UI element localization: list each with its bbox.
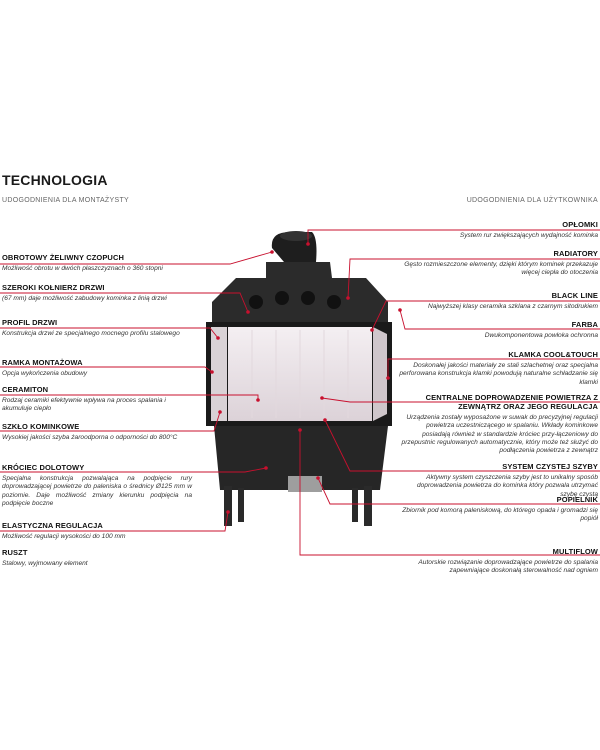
feature-description: Autorskie rozwiązanie doprowadzające pow… [418, 559, 598, 575]
feature-description: Wysokiej jakości szyba żaroodporna o odp… [2, 434, 178, 441]
callout-lines [0, 229, 600, 556]
feature-title: MULTIFLOW [552, 547, 598, 556]
callout-line [0, 511, 229, 532]
feature-description: Najwyższej klasy ceramika szklana z czar… [427, 303, 598, 310]
callout-dot [264, 466, 268, 470]
callout-line [299, 430, 600, 556]
installer-subtitle: UDOGODNIENIA DLA MONTAŻYSTY [2, 197, 129, 204]
feature-description: Dwukomponentowa powłoka ochronna [484, 332, 598, 339]
callout-dot [323, 418, 327, 422]
feature-system-czystej-szyby: SYSTEM CZYSTEJ SZYBY Aktywny system czysz… [398, 462, 598, 499]
callout-dot [226, 510, 230, 514]
feature-title: RUSZT [2, 548, 28, 557]
feature-description: Możliwość obrotu w dwóch płaszczyznach o… [2, 265, 163, 272]
feature-szklo-kominkowe: SZKŁO KOMINKOWE Wysokiej jakości szyba ża… [2, 422, 192, 442]
feature-description: Opcja wykończenia obudowy [2, 370, 88, 377]
callout-line [307, 229, 600, 244]
callout-line [317, 477, 600, 505]
callout-line [387, 358, 600, 378]
callout-line [324, 419, 600, 472]
feature-szeroki-kolnierz-drzwi: SZEROKI KOŁNIERZ DRZWI (67 mm) daje możli… [2, 283, 192, 303]
callout-dot [246, 310, 250, 314]
feature-ceramiton: CERAMITON Rodzaj ceramiki efektywnie wpły… [2, 385, 192, 414]
feature-oplomki: OPŁOMKI System rur zwiększających wydajno… [398, 220, 598, 240]
feature-title: KLAMKA COOL&TOUCH [508, 350, 598, 359]
callout-dot [398, 308, 402, 312]
callout-dot [256, 398, 260, 402]
feature-title: OPŁOMKI [562, 220, 598, 229]
feature-description: System rur zwiększających wydajność komi… [459, 232, 598, 239]
callout-line [347, 258, 600, 299]
feature-klamka-cool-touch: KLAMKA COOL&TOUCH Doskonałej jakości mate… [398, 350, 598, 387]
feature-description: Gęsto rozmieszczone elementy, dzięki któ… [404, 261, 598, 277]
callout-dot [306, 242, 310, 246]
callout-dot [386, 376, 390, 380]
callout-dot [346, 296, 350, 300]
feature-title: SZEROKI KOŁNIERZ DRZWI [2, 283, 105, 292]
callout-dot [210, 370, 214, 374]
feature-description: Możliwość regulacji wysokości do 100 mm [2, 533, 126, 540]
feature-ruszt: RUSZT Stalowy, wyjmowany element [2, 548, 192, 568]
callout-dot [298, 428, 302, 432]
callout-dot [216, 336, 220, 340]
feature-title: POPIELNIK [556, 495, 598, 504]
feature-description: Doskonałej jakości materiały ze stali sz… [399, 362, 598, 386]
callout-dot [320, 396, 324, 400]
feature-title: SYSTEM CZYSTEJ SZYBY [502, 462, 598, 471]
feature-description: Stalowy, wyjmowany element [2, 560, 88, 567]
feature-elastyczna-regulacja: ELASTYCZNA REGULACJA Możliwość regulacji … [2, 521, 192, 541]
feature-title: ELASTYCZNA REGULACJA [2, 521, 103, 530]
callout-line [0, 366, 213, 373]
callout-dot [270, 250, 274, 254]
feature-title: SZKŁO KOMINKOWE [2, 422, 80, 431]
callout-line [371, 300, 600, 331]
feature-multiflow: MULTIFLOW Autorskie rozwiązanie doprowadz… [398, 547, 598, 576]
feature-centralne-doprowadzenie-powietrza-z-zewnatrz-oraz-jego-regulacja: CENTRALNE DOPROWADZENIE POWIETRZA Z ZEWN… [398, 393, 598, 455]
callout-line [0, 251, 273, 265]
feature-title: CENTRALNE DOPROWADZENIE POWIETRZA Z ZEWN… [425, 393, 598, 411]
callout-dot [316, 476, 320, 480]
page-title: TECHNOLOGIA [2, 172, 108, 188]
feature-popielnik: POPIELNIK Zbiornik pod komorą paleniskową… [398, 495, 598, 524]
feature-title: BLACK LINE [551, 291, 598, 300]
feature-obrotowy-zeliwny-czopuch: OBROTOWY ŻELIWNY CZOPUCH Możliwość obrotu… [2, 253, 192, 273]
feature-title: KRÓCIEC DOLOTOWY [2, 463, 85, 472]
feature-title: FARBA [571, 320, 598, 329]
feature-title: OBROTOWY ŻELIWNY CZOPUCH [2, 253, 124, 262]
feature-title: PROFIL DRZWI [2, 318, 58, 327]
feature-description: Rodzaj ceramiki efektywnie wpływa na pro… [2, 397, 166, 413]
feature-description: Urządzenia zostały wyposażone w suwak do… [401, 414, 598, 455]
feature-description: Specjalna konstrukcja pozwalająca na pod… [2, 475, 192, 507]
feature-black-line: BLACK LINE Najwyższej klasy ceramika szkl… [398, 291, 598, 311]
feature-krociec-dolotowy: KRÓCIEC DOLOTOWY Specjalna konstrukcja po… [2, 463, 192, 508]
user-subtitle: UDOGODNIENIA DLA UŻYTKOWNIKA [466, 197, 598, 204]
callout-line [321, 397, 600, 403]
feature-description: (67 mm) daje możliwość zabudowy kominka … [2, 295, 167, 302]
feature-title: RADIATORY [553, 249, 598, 258]
feature-title: RAMKA MONTAŻOWA [2, 358, 83, 367]
feature-profil-drzwi: PROFIL DRZWI Konstrukcja drzwi ze specjal… [2, 318, 192, 338]
callout-dot [370, 328, 374, 332]
feature-farba: FARBA Dwukomponentowa powłoka ochronna [398, 320, 598, 340]
feature-description: Zbiornik pod komorą paleniskową, do któr… [402, 507, 598, 523]
callout-line [0, 467, 267, 473]
feature-description: Aktywny system czyszczenia szyby jest to… [416, 474, 598, 498]
feature-title: CERAMITON [2, 385, 49, 394]
fireplace-insert [206, 231, 392, 526]
feature-description: Konstrukcja drzwi ze specjalnego mocnego… [2, 330, 180, 337]
callout-line [0, 411, 221, 432]
callout-dot [218, 410, 222, 414]
feature-radiatory: RADIATORY Gęsto rozmieszczone elementy, d… [398, 249, 598, 278]
callout-line [0, 327, 219, 339]
callout-line [0, 292, 249, 313]
callout-line [399, 309, 600, 330]
feature-ramka-montazowa: RAMKA MONTAŻOWA Opcja wykończenia obudowy [2, 358, 192, 378]
